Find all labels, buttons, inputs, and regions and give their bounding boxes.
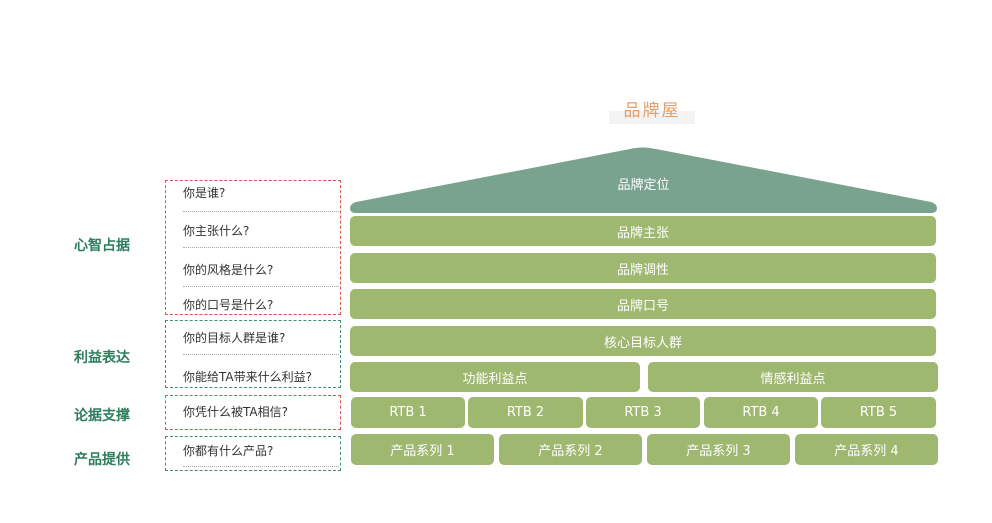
divider (183, 466, 339, 467)
question: 你能给TA带来什么利益? (183, 370, 312, 384)
bar-product: 产品系列 4 (795, 434, 938, 465)
bar-target-audience: 核心目标人群 (350, 326, 936, 356)
category-mind-share: 心智占据 (74, 238, 130, 254)
question-group-evidence (165, 395, 341, 430)
bar-brand-tone: 品牌调性 (350, 253, 936, 283)
bar-functional-benefit: 功能利益点 (350, 362, 640, 392)
divider (183, 211, 339, 212)
question: 你的风格是什么? (183, 263, 274, 277)
question: 你凭什么被TA相信? (183, 405, 288, 419)
diagram-title: 品牌屋 (623, 101, 681, 121)
bar-product: 产品系列 3 (647, 434, 790, 465)
roof-shape (350, 147, 937, 213)
question-group-mind (165, 180, 341, 315)
bar-rtb: RTB 4 (704, 397, 818, 428)
question: 你是谁? (183, 186, 226, 200)
bar-brand-slogan: 品牌口号 (350, 289, 936, 319)
question: 你的目标人群是谁? (183, 331, 286, 345)
question: 你的口号是什么? (183, 298, 274, 312)
divider (183, 247, 339, 248)
question: 你都有什么产品? (183, 444, 274, 458)
roof-label: 品牌定位 (617, 178, 670, 193)
bar-emotional-benefit: 情感利益点 (648, 362, 938, 392)
bar-product: 产品系列 2 (499, 434, 642, 465)
bar-rtb: RTB 2 (468, 397, 583, 428)
divider (183, 286, 339, 287)
category-benefit: 利益表达 (74, 350, 130, 366)
title-underlay (609, 111, 695, 124)
question-group-benefit (165, 320, 341, 388)
divider (183, 354, 339, 355)
bar-rtb: RTB 5 (821, 397, 936, 428)
bar-rtb: RTB 3 (586, 397, 700, 428)
bar-brand-claim: 品牌主张 (350, 216, 936, 246)
category-evidence: 论据支撑 (74, 408, 130, 424)
bar-rtb: RTB 1 (351, 397, 465, 428)
question: 你主张什么? (183, 224, 250, 238)
category-product: 产品提供 (74, 452, 130, 468)
bar-product: 产品系列 1 (351, 434, 494, 465)
question-group-product (165, 436, 341, 471)
